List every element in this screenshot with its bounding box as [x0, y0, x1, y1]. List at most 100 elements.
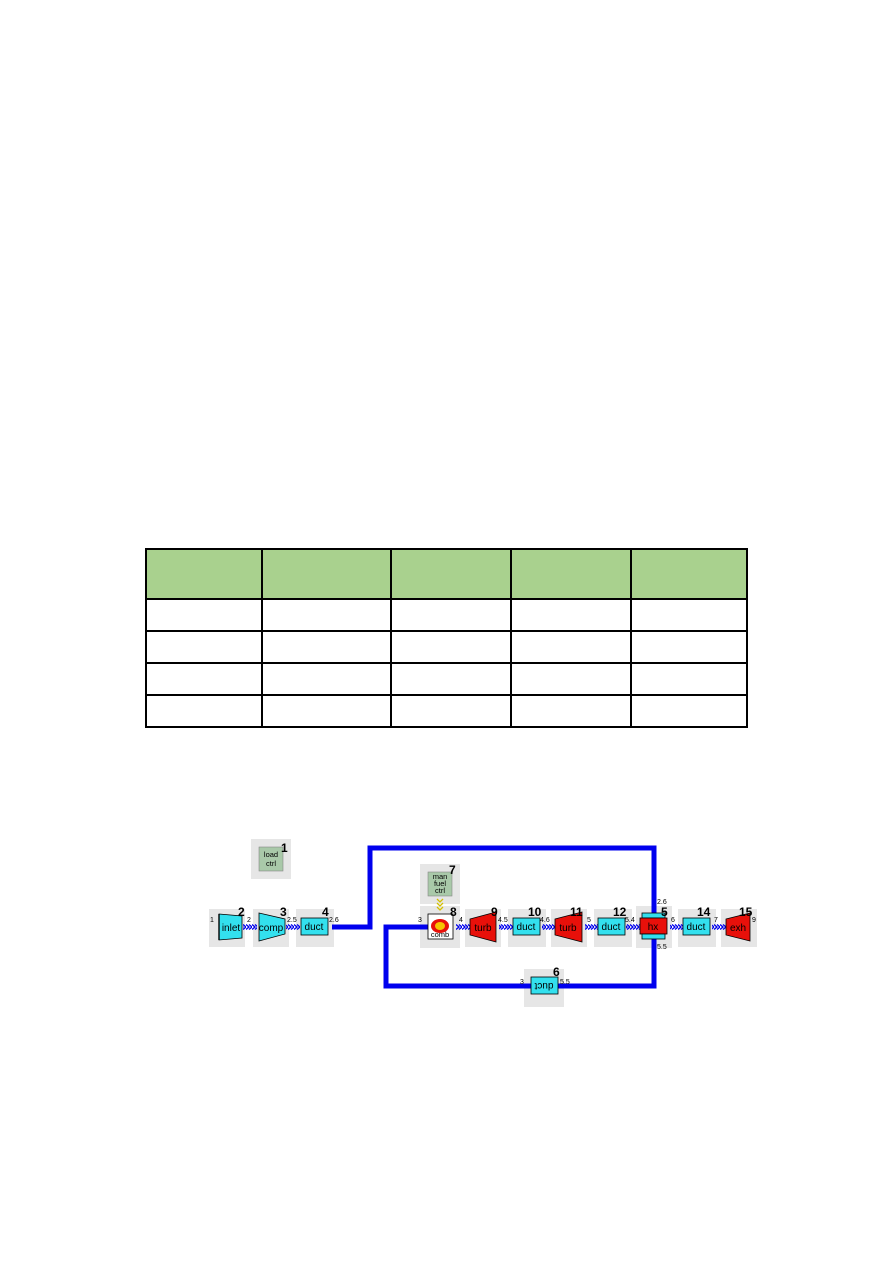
table-cell	[145, 694, 263, 728]
station-label: 2.6	[329, 917, 339, 924]
station-label: 3	[520, 979, 524, 986]
table-cell	[145, 598, 263, 632]
component-label: inlet	[222, 923, 241, 934]
station-label: 9	[752, 917, 756, 924]
station-labels: 1 2 2.5 2.6 3 4 4.5 4.6 5 5.4 2.6 6 7 9 …	[210, 899, 756, 986]
heat-exchanger-component[interactable]: hx 5	[639, 905, 668, 940]
duct-6-component[interactable]: duct 6	[530, 965, 560, 995]
duct-10-component[interactable]: duct 10	[512, 905, 542, 936]
data-table	[145, 548, 748, 728]
exhaust-icon	[725, 912, 751, 942]
component-number: 5	[661, 905, 668, 919]
flow-arrows	[243, 924, 726, 930]
component-label: hx	[648, 922, 659, 933]
fuel-ctrl-label-line3: ctrl	[435, 886, 445, 895]
controller-icon	[427, 871, 453, 897]
table-cell	[510, 630, 632, 664]
turbine-9-component[interactable]: turb 9	[469, 905, 498, 943]
station-label: 4.6	[540, 917, 550, 924]
station-label: 6	[671, 917, 675, 924]
flow-arrow	[712, 924, 726, 930]
table-cell	[261, 662, 392, 696]
turbine-icon	[469, 911, 497, 943]
station-label: 5	[587, 917, 591, 924]
table-header-cell	[510, 548, 632, 600]
component-number: 8	[450, 905, 457, 919]
duct-14-component[interactable]: duct 14	[682, 905, 711, 936]
fuel-signal-arrows-icon	[436, 898, 444, 911]
flow-lines	[332, 845, 657, 989]
table-header-row	[145, 548, 748, 600]
component-number: 1	[281, 841, 288, 855]
table-cell	[145, 630, 263, 664]
compressor-icon	[258, 912, 286, 942]
table-header-cell	[630, 548, 748, 600]
heat-exchanger-bottom-icon	[641, 933, 666, 940]
table-row	[145, 630, 748, 664]
station-label: 2.5	[287, 917, 297, 924]
component-number: 12	[613, 905, 627, 919]
turbine-11-component[interactable]: turb 11	[554, 905, 583, 943]
flow-arrow	[626, 924, 640, 930]
fuel-ctrl-label-line2: fuel	[434, 879, 446, 888]
table-cell	[630, 662, 748, 696]
station-label: 7	[714, 917, 718, 924]
flow-arrow	[243, 924, 257, 930]
table-cell	[630, 694, 748, 728]
table-cell	[390, 694, 512, 728]
component-label: comp	[259, 923, 284, 934]
man-fuel-ctrl-component[interactable]: man fuel ctrl 7	[427, 863, 456, 911]
flow-arrow	[585, 924, 599, 930]
table-cell	[390, 630, 512, 664]
table-header-cell	[390, 548, 512, 600]
component-label: duct	[602, 922, 621, 933]
component-label: turb	[559, 923, 577, 934]
table-cell	[145, 662, 263, 696]
flow-arrow	[286, 924, 300, 930]
flow-arrow	[499, 924, 513, 930]
return-flow-line-2	[383, 924, 536, 989]
station-label: 4.5	[498, 917, 508, 924]
duct-icon	[597, 917, 626, 936]
component-label: duct	[534, 980, 553, 991]
table-cell	[390, 598, 512, 632]
table-row	[145, 662, 748, 696]
flow-arrow	[670, 924, 684, 930]
duct-icon	[530, 976, 559, 995]
table-row	[145, 694, 748, 728]
flow-arrow	[542, 924, 556, 930]
station-label: 5.5	[657, 944, 667, 951]
table-row	[145, 598, 748, 632]
exhaust-component[interactable]: exh 15	[725, 905, 753, 942]
table-cell	[261, 694, 392, 728]
component-number: 4	[322, 905, 329, 919]
table-cell	[390, 662, 512, 696]
component-number: 9	[491, 905, 498, 919]
combustor-component[interactable]: comb 8	[427, 905, 457, 940]
table-cell	[261, 630, 392, 664]
station-label: 2.6	[657, 899, 667, 906]
table-cell	[510, 694, 632, 728]
component-label: duct	[517, 922, 536, 933]
load-ctrl-component[interactable]: load ctrl 1	[258, 841, 288, 872]
duct-icon	[512, 917, 541, 936]
table-header-cell	[145, 548, 263, 600]
flow-arrow	[456, 924, 470, 930]
fuel-ctrl-label-line1: man	[433, 872, 448, 881]
table-cell	[630, 630, 748, 664]
station-label: 5.4	[625, 917, 635, 924]
duct-4-component[interactable]: duct 4	[300, 905, 329, 936]
table-cell	[261, 598, 392, 632]
component-label: duct	[687, 922, 706, 933]
station-label: 1	[210, 917, 214, 924]
compressor-component[interactable]: comp 3	[258, 905, 287, 942]
duct-12-component[interactable]: duct 12	[597, 905, 627, 936]
inlet-component[interactable]: inlet 2	[218, 905, 245, 941]
component-label: duct	[305, 922, 324, 933]
component-number: 11	[570, 905, 583, 919]
component-number: 6	[553, 965, 560, 979]
return-flow-line	[552, 935, 657, 989]
component-number: 10	[528, 905, 542, 919]
component-number: 15	[739, 905, 753, 919]
